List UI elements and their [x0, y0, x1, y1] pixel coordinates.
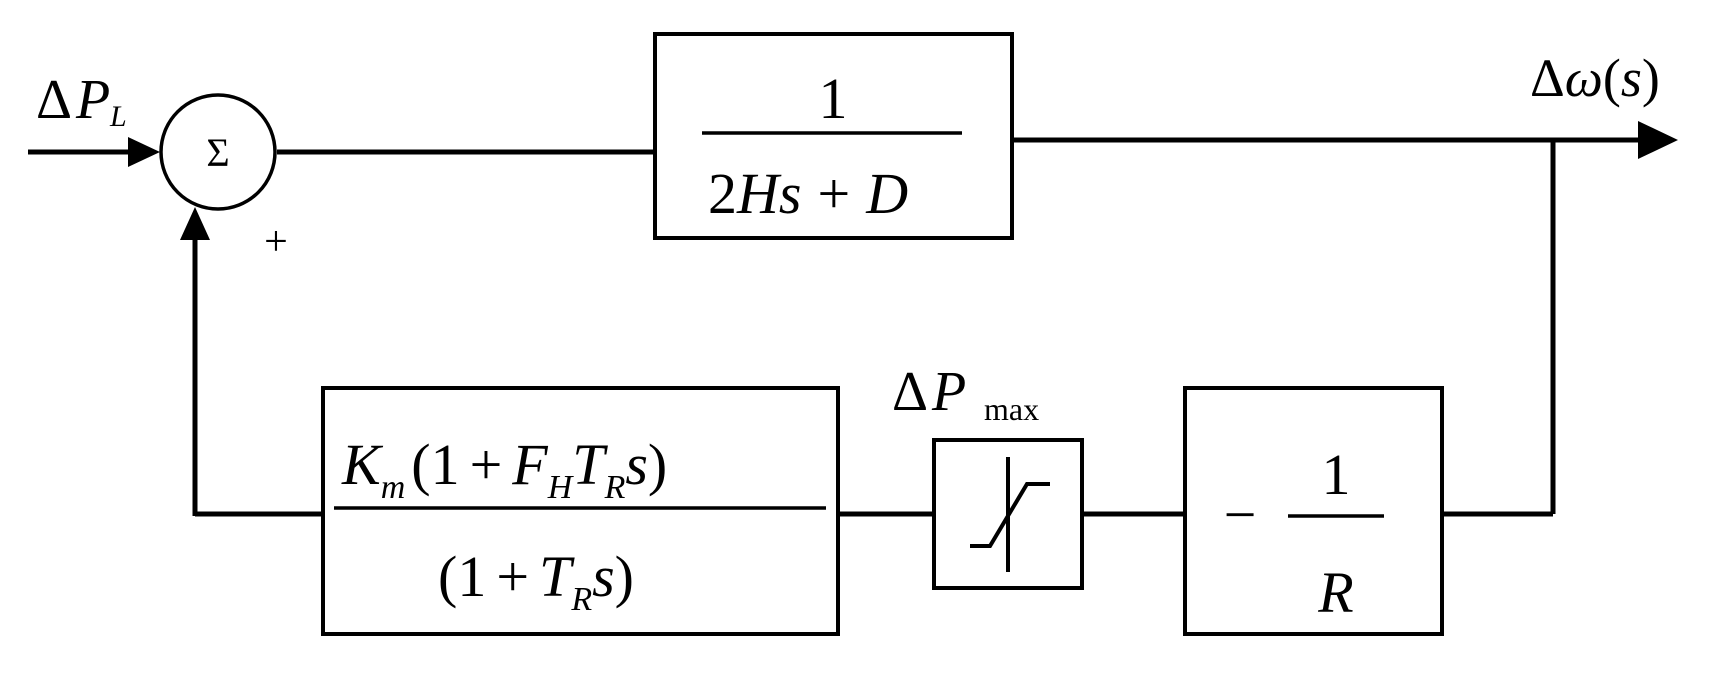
- limit-delta: Δ: [892, 361, 928, 423]
- gov-den-lparen-1: (1: [438, 544, 486, 609]
- gov-num-K: K: [341, 432, 384, 497]
- gov-num-m-subscript: m: [381, 469, 406, 506]
- gov-den-R-subscript: R: [570, 581, 592, 618]
- plant-block-box: [653, 32, 1014, 240]
- plant-numerator: 1: [819, 66, 848, 131]
- droop-numerator: 1: [1322, 442, 1351, 507]
- gov-num-H-subscript: H: [547, 469, 575, 506]
- droop-minus: −: [1224, 482, 1257, 547]
- saturation-limiter-block: [932, 438, 1084, 590]
- gov-den-plus: +: [496, 544, 529, 609]
- gov-num-s: s: [625, 432, 648, 497]
- feedback-arrowhead: [180, 207, 210, 240]
- signal-wires: [28, 121, 1678, 517]
- plant-block: 1 2Hs+D: [653, 32, 1014, 240]
- saturation-icon: [970, 457, 1050, 572]
- gov-num-lparen-1: (1: [411, 432, 459, 497]
- limiter-label: Δ P max: [892, 361, 1039, 427]
- output-s: s: [1621, 48, 1642, 108]
- output-formula: Δω(s): [1530, 48, 1660, 108]
- plant-den-plus: +: [817, 161, 850, 226]
- output-label: Δω(s): [1530, 48, 1660, 108]
- gov-den-rparen: ): [615, 544, 634, 609]
- output-rparen: ): [1642, 48, 1660, 108]
- plant-den-s: s: [779, 161, 802, 226]
- sigma-symbol: Σ: [206, 130, 229, 175]
- governor-denominator: (1+TRs): [438, 544, 634, 618]
- gov-num-F: F: [511, 432, 548, 497]
- gov-num-rparen: ): [648, 432, 667, 497]
- saturation-icon-curve: [970, 482, 1050, 548]
- limit-subscript: max: [984, 391, 1039, 427]
- droop-block: − 1 R: [1183, 386, 1444, 636]
- gov-num-R-subscript: R: [604, 469, 626, 506]
- input-delta: Δ: [36, 69, 72, 131]
- gov-num-T: T: [572, 432, 608, 497]
- input-variable: P: [75, 69, 110, 131]
- plant-den-2: 2: [708, 161, 737, 226]
- droop-denominator: R: [1317, 560, 1353, 625]
- summing-junction: Σ: [159, 93, 277, 211]
- output-omega: ω: [1565, 48, 1603, 108]
- output-delta: Δ: [1530, 48, 1565, 108]
- gov-den-T: T: [539, 544, 575, 609]
- plant-den-D: D: [865, 161, 908, 226]
- droop-block-box: [1183, 386, 1444, 636]
- input-arrowhead: [128, 137, 160, 167]
- gov-num-plus: +: [470, 432, 503, 497]
- plant-den-H: H: [736, 161, 782, 226]
- plant-denominator: 2Hs+D: [708, 161, 908, 226]
- limit-variable: P: [931, 361, 966, 423]
- governor-block: Km(1+FHTRs) (1+TRs): [321, 386, 840, 636]
- governor-block-box: [321, 386, 840, 636]
- gov-den-s: s: [592, 544, 615, 609]
- output-arrowhead: [1638, 121, 1678, 159]
- summing-circle: [159, 93, 277, 211]
- input-label: Δ P L: [36, 69, 127, 133]
- plus-sign: +: [264, 219, 288, 265]
- input-subscript: L: [109, 100, 127, 133]
- output-lparen: (: [1603, 48, 1621, 108]
- governor-numerator: Km(1+FHTRs): [341, 432, 667, 506]
